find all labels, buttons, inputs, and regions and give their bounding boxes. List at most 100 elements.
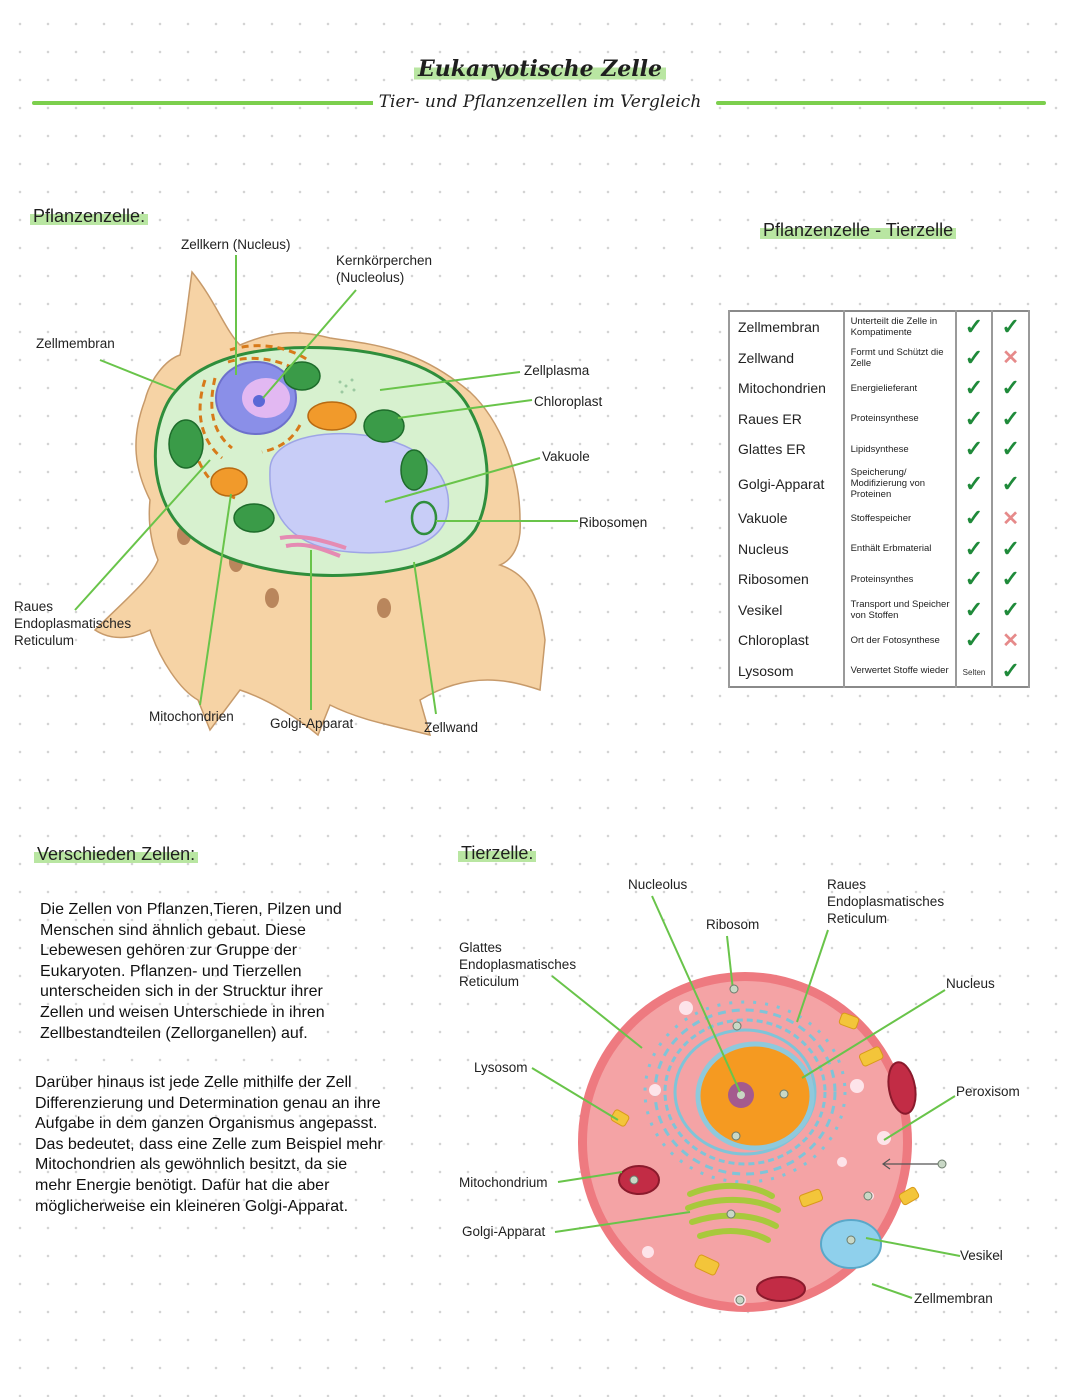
organelle-function: Transport und Speicher von Stoffen bbox=[842, 594, 957, 625]
plant-cell-mark: ✓ bbox=[954, 624, 994, 656]
plant-cell-mark: ✓ bbox=[954, 403, 994, 435]
organelle-function: Verwertet Stoffe wieder bbox=[842, 655, 957, 687]
check-icon: ✓ bbox=[1001, 596, 1020, 622]
organelle-function: Stoffespeicher bbox=[842, 502, 957, 534]
title-rule-left bbox=[32, 101, 384, 105]
chloroplast bbox=[363, 409, 405, 443]
label-animal-peroxisome: Peroxisom bbox=[956, 1084, 1020, 1099]
organelle-name: Vakuole bbox=[728, 502, 845, 534]
title-rule-right bbox=[716, 101, 1046, 105]
label-animal-nucleolus: Nucleolus bbox=[628, 877, 688, 892]
label-animal-ribosome: Ribosom bbox=[706, 917, 760, 932]
plant-cell-mark: ✓ bbox=[954, 373, 994, 404]
mitochondrion bbox=[887, 1061, 917, 1115]
mitochondrion bbox=[210, 467, 248, 497]
label-plant-ribosomes: Ribosomen bbox=[579, 515, 648, 530]
page-subtitle: Tier- und Pflanzenzellen im Vergleich bbox=[0, 92, 1080, 112]
plant-ribosome-ring bbox=[410, 500, 438, 536]
check-icon: ✓ bbox=[964, 627, 984, 653]
animal-cell-mark: ✓ bbox=[991, 434, 1030, 465]
check-icon: ✓ bbox=[964, 566, 984, 592]
check-icon: ✓ bbox=[964, 470, 984, 496]
comparison-heading: Pflanzenzelle - Tierzelle bbox=[760, 220, 957, 241]
organelle-name: Chloroplast bbox=[728, 624, 845, 656]
organelle-name: Mitochondrien bbox=[728, 373, 845, 404]
page-title: Eukaryotische Zelle bbox=[0, 56, 1080, 82]
animal-cell-mark: ✓ bbox=[991, 594, 1030, 625]
organelle-function: Speicherung/ Modifizierung von Proteinen bbox=[842, 464, 957, 503]
label-plant-cytoplasm: Zellplasma bbox=[524, 363, 590, 378]
label-animal-lysosome: Lysosom bbox=[474, 1060, 528, 1075]
check-icon: ✓ bbox=[1001, 657, 1020, 683]
plant-cell-heading: Pflanzenzelle: bbox=[30, 206, 149, 227]
organelle-function: Unterteilt die Zelle in Kompatimente bbox=[842, 311, 957, 343]
yellow-organelles bbox=[610, 1012, 920, 1276]
mitochondrion bbox=[756, 1276, 806, 1302]
organelle-function: Energielieferant bbox=[842, 373, 957, 404]
label-animal-mitochondrion: Mitochondrium bbox=[459, 1175, 548, 1190]
label-animal-nucleus: Nucleus bbox=[946, 976, 995, 991]
animal-leader-lines bbox=[531, 895, 961, 1299]
check-icon: ✓ bbox=[1001, 535, 1020, 561]
organelle-name: Nucleus bbox=[728, 533, 845, 564]
organelle-name: Raues ER bbox=[728, 403, 845, 435]
organelle-name: Glattes ER bbox=[728, 434, 845, 465]
cross-icon: ✕ bbox=[1002, 347, 1020, 370]
organelle-name: Lysosom bbox=[728, 655, 845, 687]
chloroplast bbox=[168, 419, 204, 469]
check-icon: ✓ bbox=[1001, 405, 1020, 431]
different-cells-paragraph-1: Die Zellen von Pflanzen,Tieren, Pilzen u… bbox=[40, 901, 342, 1042]
check-icon: ✓ bbox=[1001, 375, 1020, 401]
animal-golgi bbox=[685, 1183, 781, 1243]
plant-cell-mark: ✓ bbox=[954, 594, 994, 625]
chloroplast bbox=[233, 503, 275, 533]
label-animal-membrane: Zellmembran bbox=[914, 1291, 993, 1306]
plant-cell-mark: ✓ bbox=[954, 342, 994, 374]
organelle-name: Zellmembran bbox=[728, 311, 845, 343]
pit-mark bbox=[377, 598, 391, 618]
check-icon: ✓ bbox=[1001, 566, 1020, 592]
organelle-function: Proteinsynthese bbox=[842, 403, 957, 435]
animal-nucleus bbox=[695, 1041, 815, 1151]
label-plant-membrane: Zellmembran bbox=[36, 336, 115, 351]
chloroplast bbox=[400, 449, 428, 491]
label-plant-nucleus: Zellkern (Nucleus) bbox=[181, 237, 291, 252]
animal-cell-mark: ✓ bbox=[991, 464, 1030, 503]
label-plant-golgi: Golgi-Apparat bbox=[270, 716, 354, 731]
organelle-function: Enthält Erbmaterial bbox=[842, 533, 957, 564]
plant-cell-mark: ✓ bbox=[954, 311, 994, 343]
animal-cell-mark: ✓ bbox=[991, 311, 1030, 343]
plant-cell-mark: Selten bbox=[954, 655, 994, 687]
organelle-name: Zellwand bbox=[728, 342, 845, 374]
check-icon: ✓ bbox=[1001, 314, 1020, 340]
plant-nucleus-inner bbox=[242, 378, 290, 418]
plant-cell-mark: ✓ bbox=[954, 434, 994, 465]
check-icon: ✓ bbox=[964, 375, 984, 401]
plant-cell-mark: ✓ bbox=[954, 563, 994, 595]
label-animal-vesicle: Vesikel bbox=[960, 1248, 1003, 1263]
mitochondrion bbox=[618, 1165, 660, 1195]
check-icon: ✓ bbox=[1001, 470, 1020, 496]
animal-cell-mark: ✓ bbox=[991, 373, 1030, 404]
label-animal-golgi: Golgi-Apparat bbox=[462, 1224, 546, 1239]
organelle-function: Proteinsynthes bbox=[842, 563, 957, 595]
animal-cell-mark: ✓ bbox=[991, 655, 1030, 687]
animal-cell-mark: ✓ bbox=[991, 563, 1030, 595]
animal-cell-heading: Tierzelle: bbox=[458, 843, 537, 864]
label-animal-smooth-er: Glattes Endoplasmatisches Reticulum bbox=[459, 940, 577, 989]
different-cells-paragraph-2: Darüber hinaus ist jede Zelle mithilfe d… bbox=[35, 1074, 383, 1215]
cross-icon: ✕ bbox=[1002, 507, 1020, 530]
organelle-name: Golgi-Apparat bbox=[728, 464, 845, 503]
rare-note: Selten bbox=[962, 667, 986, 677]
plant-cell-mark: ✓ bbox=[954, 502, 994, 534]
